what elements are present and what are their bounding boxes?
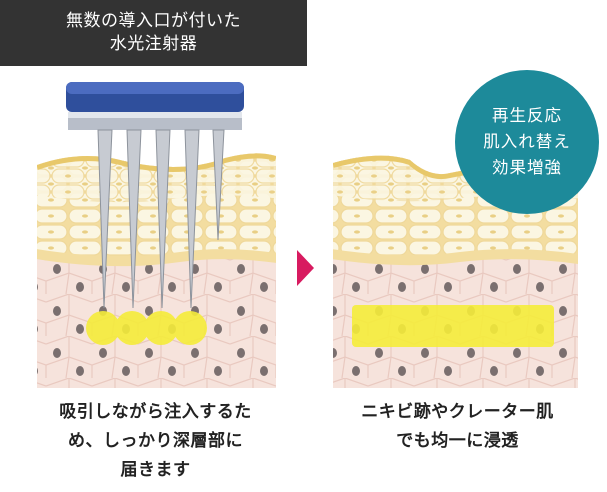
injection-highlight-right: [352, 305, 554, 347]
left-caption-line1: 吸引しながら注入するた: [59, 402, 252, 422]
badge-line3: 効果増強: [492, 158, 562, 177]
effect-badge: 再生反応 肌入れ替え 効果増強: [455, 70, 599, 214]
badge-line1: 再生反応: [492, 106, 562, 125]
right-caption-line2: でも均一に浸透: [396, 431, 519, 451]
left-skin-section: [37, 153, 276, 388]
right-caption-line1: ニキビ跡やクレーター肌: [361, 402, 554, 422]
device-title-box: 無数の導入口が付いた 水光注射器: [0, 0, 307, 66]
left-caption: 吸引しながら注入するた め、しっかり深層部に 届きます: [18, 398, 293, 485]
right-caption: ニキビ跡やクレーター肌 でも均一に浸透: [320, 398, 595, 456]
transition-arrow: [297, 250, 314, 286]
device-title-line2: 水光注射器: [109, 34, 198, 54]
badge-line2: 肌入れ替え: [483, 132, 571, 151]
left-caption-line2: め、しっかり深層部に: [68, 431, 243, 451]
device-title-line1: 無数の導入口が付いた: [66, 11, 241, 31]
injection-highlight-left: [86, 311, 207, 345]
left-caption-line3: 届きます: [120, 460, 191, 480]
injector-device: [66, 82, 244, 309]
